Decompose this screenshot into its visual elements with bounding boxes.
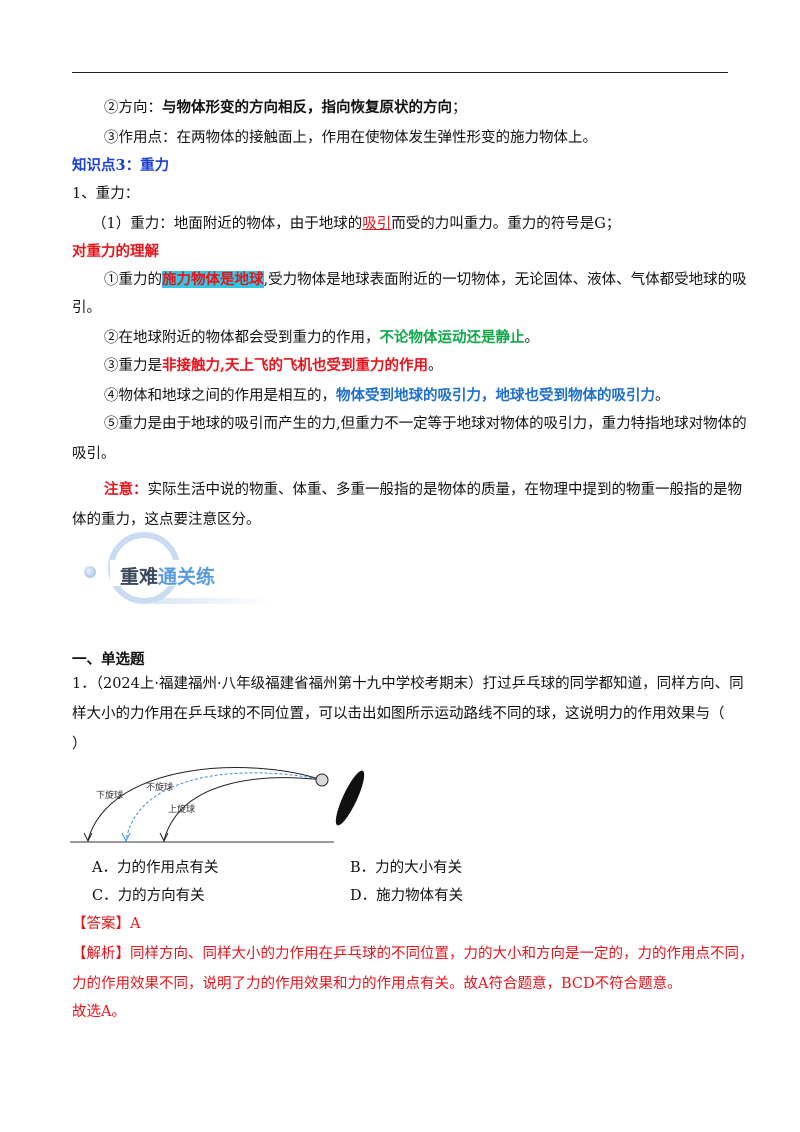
def-part1: （1）重力：地面附近的物体，由于地球的	[92, 216, 363, 232]
p4-suffix: 。	[655, 388, 670, 404]
note-line1: 注意：实际生活中说的物重、体重、多重一般指的是物体的质量，在物理中提到的物重一般…	[104, 480, 742, 500]
label-nospin: 不旋球	[146, 781, 173, 793]
label-upspin: 上旋球	[168, 803, 195, 815]
p2-suffix: 。	[524, 330, 540, 346]
p3-prefix: ③重力是	[104, 358, 162, 374]
direction-suffix: ；	[452, 100, 467, 116]
p1-rest: ,受力物体是地球表面附近的一切物体，无论固体、液体、气体都受地球的吸	[263, 272, 747, 288]
label-downspin: 下旋球	[96, 789, 123, 801]
q1-line2: 样大小的力作用在乒乓球的不同位置，可以击出如图所示运动路线不同的球，这说明力的作…	[72, 706, 725, 722]
downspin-arrow	[83, 832, 93, 843]
point2-line: ②在地球附近的物体都会受到重力的作用，不论物体运动还是静止。	[104, 328, 539, 348]
header-rule	[72, 72, 728, 73]
point1-line1: ①重力的施力物体是地球,受力物体是地球表面附近的一切物体，无论固体、液体、气体都…	[104, 270, 747, 290]
point3-line: ③重力是非接触力,天上飞的飞机也受到重力的作用。	[104, 356, 443, 376]
knowledge-item1: 1、重力：	[72, 186, 140, 202]
conclusion: 故选A。	[72, 1004, 126, 1020]
trajectory-diagram: 下旋球 不旋球 上旋球	[70, 767, 365, 843]
understanding-heading: 对重力的理解	[72, 243, 159, 260]
banner-dot	[84, 566, 96, 578]
direction-line: ②方向：与物体形变的方向相反，指向恢复原状的方向；	[104, 98, 467, 118]
point4-line: ④物体和地球之间的作用是相互的，物体受到地球的吸引力，地球也受到物体的吸引力。	[104, 386, 670, 406]
p4-prefix: ④物体和地球之间的作用是相互的，	[104, 388, 336, 404]
downspin-path	[87, 767, 323, 841]
nospin-arrow	[121, 832, 131, 843]
p2-green: 不论物体运动还是静止	[379, 329, 525, 346]
point5-line1: ⑤重力是由于地球的吸引而产生的力,但重力不一定等于地球对物体的吸引力，重力特指地…	[104, 416, 747, 432]
option-a[interactable]: A．力的作用点有关	[92, 860, 219, 876]
note-label: 注意：	[104, 481, 148, 498]
point1-line2: 引。	[72, 300, 101, 316]
direction-prefix: ②方向：	[104, 100, 162, 116]
banner-underline	[154, 598, 272, 604]
option-c[interactable]: C．力的方向有关	[92, 888, 205, 904]
q1-line1: 1．（2024上·福建福州·八年级福建省福州第十九中学校考期末）打过乒乓球的同学…	[72, 676, 744, 692]
upspin-path	[163, 777, 323, 841]
p1-highlight: 施力物体是地球	[162, 271, 264, 288]
upspin-arrow	[159, 832, 169, 843]
analysis-line1: 【解析】同样方向、同样大小的力作用在乒乓球的不同位置，力的大小和方向是一定的，力…	[72, 946, 754, 962]
gravity-definition: （1）重力：地面附近的物体，由于地球的吸引而受的力叫重力。重力的符号是G；	[92, 214, 620, 234]
note-line2: 体的重力，这点要注意区分。	[72, 512, 261, 528]
p1-prefix: ①重力的	[104, 272, 162, 288]
nospin-path	[125, 772, 323, 841]
analysis-line2: 力的作用效果不同，说明了力的作用效果和力的作用点有关。故A符合题意，BCD不符合…	[72, 976, 682, 992]
direction-bold: 与物体形变的方向相反，指向恢复原状的方向	[162, 99, 452, 116]
knowledge-heading: 知识点3：重力	[72, 157, 170, 174]
q1-line3: ）	[72, 736, 87, 752]
banner-title-light: 通关练	[158, 566, 216, 588]
section-banner: 重难通关练	[84, 532, 274, 610]
ball-icon	[315, 773, 329, 787]
section-title: 一、单选题	[72, 651, 145, 668]
note-text1: 实际生活中说的物重、体重、多重一般指的是物体的质量，在物理中提到的物重一般指的是…	[147, 482, 743, 498]
point-line: ③作用点：在两物体的接触面上，作用在使物体发生弹性形变的施力物体上。	[104, 130, 597, 146]
banner-title-dark: 重难	[120, 566, 159, 588]
p4-blue: 物体受到地球的吸引力，地球也受到物体的吸引力	[336, 387, 655, 404]
paddle-icon	[335, 770, 365, 826]
p2-prefix: ②在地球附近的物体都会受到重力的作用，	[104, 330, 380, 346]
banner-text-bg	[110, 560, 260, 586]
option-d[interactable]: D．施力物体有关	[350, 888, 464, 904]
pingpong-figure: 下旋球 不旋球 上旋球	[70, 758, 370, 850]
banner-title: 重难通关练	[120, 565, 215, 589]
answer-label: 【答案】A	[72, 916, 141, 932]
point5-line2: 吸引。	[72, 446, 116, 462]
p3-suffix: 。	[428, 358, 443, 374]
def-part2: 而受的力叫重力。重力的符号是G；	[391, 216, 621, 232]
p3-red: 非接触力,天上飞的飞机也受到重力的作用	[162, 357, 429, 374]
banner-graphic	[84, 532, 272, 604]
option-b[interactable]: B．力的大小有关	[350, 860, 463, 876]
def-underlined: 吸引	[362, 216, 392, 232]
